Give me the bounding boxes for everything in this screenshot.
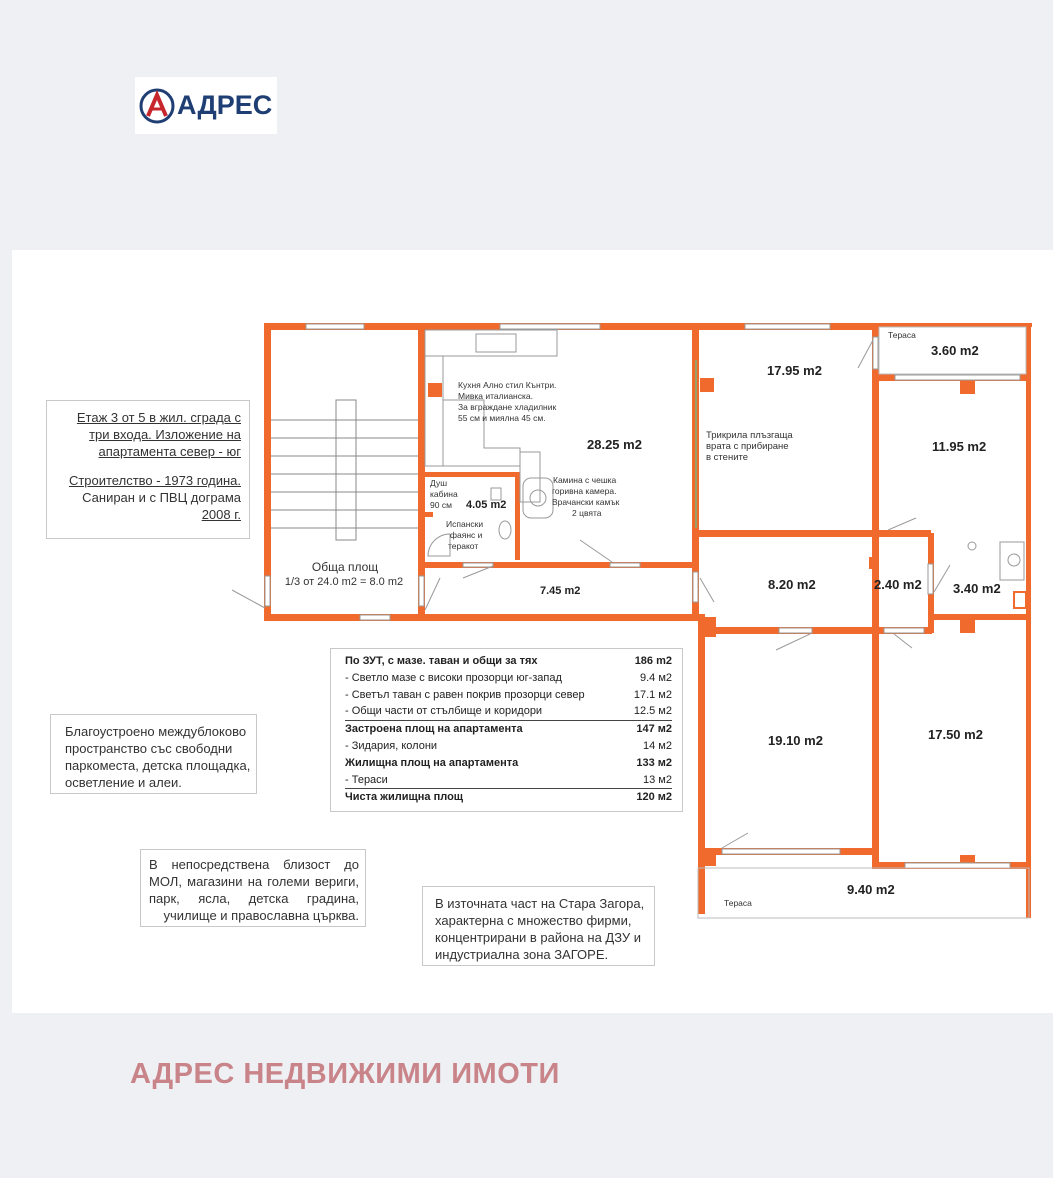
floor-info-note: Етаж 3 от 5 в жил. сграда с три входа. И… <box>46 400 250 539</box>
nearby-note: В непосредствена близост до МОЛ, магазин… <box>140 849 366 927</box>
yard-line-4: осветление и алеи. <box>65 775 182 790</box>
table-row: - Светло мазе с високи прозорци юг-запад… <box>345 671 672 684</box>
room3-area: 19.10 m2 <box>768 733 823 748</box>
bath-area: 4.05 m2 <box>466 499 506 511</box>
closet-area: 2.40 m2 <box>874 577 922 592</box>
door-swings <box>231 339 951 849</box>
terrace-bottom-label: Тераса <box>724 898 752 908</box>
floor-line-3: апартамента север - юг <box>98 444 241 459</box>
fireplace-note-1: Камина с чешка <box>553 475 617 485</box>
terrace-top-label: Тераса <box>888 330 916 340</box>
kitchen-note-3: За вграждане хладилник <box>458 402 556 412</box>
tiles-note-3: теракот <box>448 541 478 551</box>
kitchen-note-4: 55 см и миялна 45 см. <box>458 413 546 423</box>
nearby-line-2: МОЛ, магазини на големи вериги, <box>149 874 359 889</box>
windows <box>264 323 1021 869</box>
nearby-line-4: училище и православна църква. <box>163 908 359 923</box>
fireplace-note-3: Врачански камък <box>552 497 620 507</box>
room2-area: 11.95 m2 <box>932 439 986 454</box>
location-line-4: индустриална зона ЗАГОРЕ. <box>435 947 609 962</box>
corridor-area: 8.20 m2 <box>768 577 816 592</box>
tiles-note-2: фаянс и <box>450 530 483 540</box>
common-area-label: Обща площ <box>312 560 378 574</box>
sliding-note-2: врата с прибиране <box>706 441 789 452</box>
yard-note: Благоустроено междублоково пространство … <box>50 714 257 794</box>
table-row: - Светъл таван с равен покрив прозорци с… <box>345 688 672 701</box>
location-note: В източната част на Стара Загора, характ… <box>422 886 655 966</box>
yard-line-1: Благоустроено междублоково <box>65 724 247 739</box>
staircase <box>271 399 418 541</box>
room1-area: 17.95 m2 <box>767 363 822 378</box>
logo-text: АДРЕС <box>177 90 273 120</box>
brand-logo: АДРЕС <box>135 77 277 134</box>
shower-note-1: Душ <box>430 478 447 488</box>
fireplace-note-2: горивна камера. <box>552 486 616 496</box>
floor-line-1: Етаж 3 от 5 в жил. сграда с <box>76 410 241 425</box>
location-line-1: В източната част на Стара Загора, <box>435 896 645 911</box>
room4-area: 17.50 m2 <box>928 727 983 742</box>
fireplace-note-4: 2 цвята <box>572 508 602 518</box>
sliding-note-3: в стените <box>706 452 748 463</box>
location-line-2: характерна с множество фирми, <box>435 913 632 928</box>
shower-note-2: кабина <box>430 489 458 499</box>
location-line-3: концентрирани в района на ДЗУ и <box>435 930 642 945</box>
tiles-note-1: Испански <box>446 519 483 529</box>
yard-line-3: паркоместа, детска площадка, <box>65 758 251 773</box>
kitchen-area: 28.25 m2 <box>587 437 642 452</box>
kitchen-note-2: Мивка италианска. <box>458 391 533 401</box>
kitchen-note-1: Кухня Ално стил Кънтри. <box>458 380 556 390</box>
terrace-bottom-area: 9.40 m2 <box>847 882 895 897</box>
kitchen-counter <box>424 329 1025 581</box>
nearby-line-3: парк, ясла, детска градина, <box>149 891 359 906</box>
footer-brand-title: АДРЕС НЕДВИЖИМИ ИМОТИ <box>130 1058 560 1090</box>
hall-area: 7.45 m2 <box>540 585 580 597</box>
logo-mark-icon <box>139 88 175 123</box>
construction-line-1: Строителство - 1973 година. <box>68 473 241 488</box>
common-area-calc: 1/3 от 24.0 m2 = 8.0 m2 <box>285 576 403 588</box>
nearby-line-1: В непосредствена близост до <box>149 857 359 872</box>
yard-line-2: пространство със свободни <box>65 741 233 756</box>
shower-note-3: 90 см <box>430 500 452 510</box>
floor-line-2: три входа. Изложение на <box>89 427 241 442</box>
construction-line-3: 2008 г. <box>201 507 241 522</box>
construction-line-2: Саниран и с ПВЦ дограма <box>82 490 241 505</box>
sliding-note-1: Трикрила плъзгаща <box>706 430 793 441</box>
wc-area: 3.40 m2 <box>953 581 1001 596</box>
terrace-top-area: 3.60 m2 <box>931 343 979 358</box>
